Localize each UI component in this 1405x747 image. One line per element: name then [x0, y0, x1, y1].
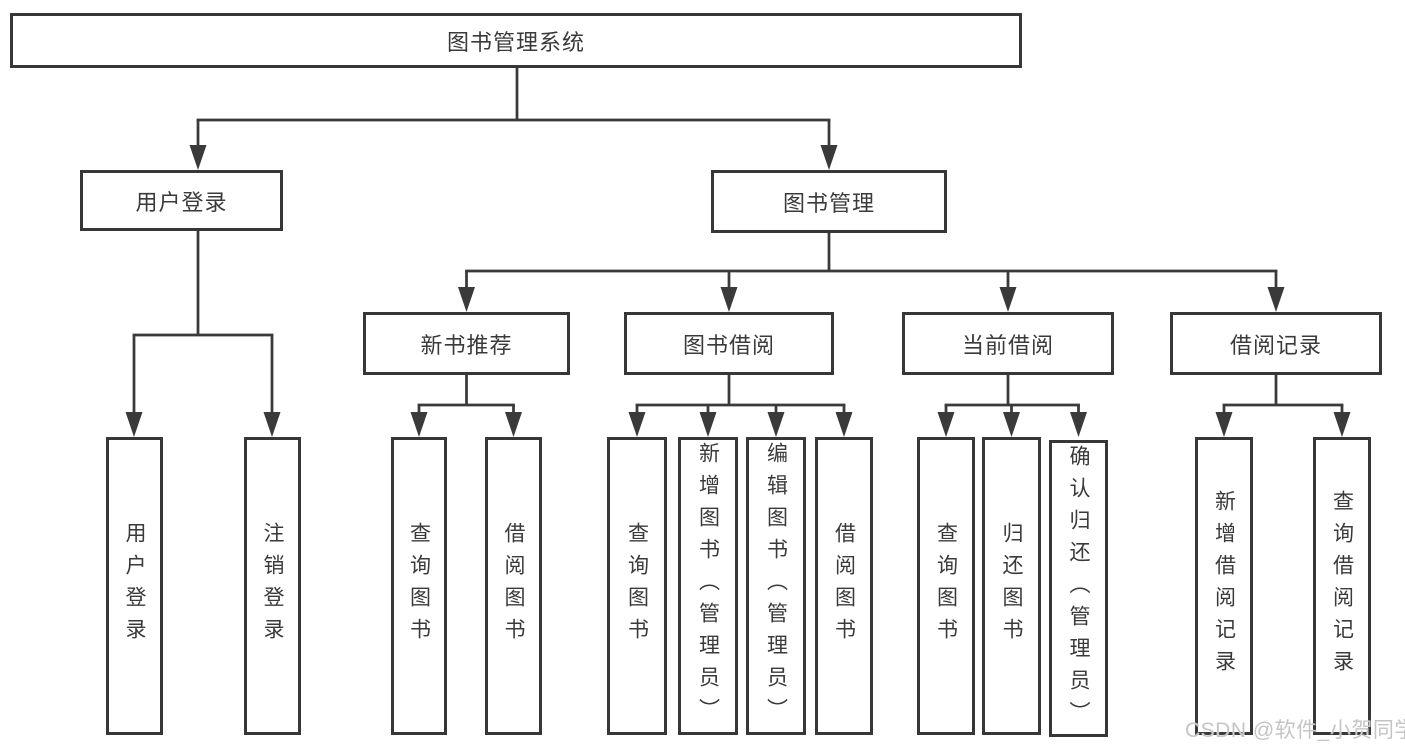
leaf-current-query-books-label: 查询图书: [934, 522, 958, 650]
node-book-management: 图书管理: [711, 170, 947, 233]
arrowheads: [125, 145, 1351, 437]
leaf-newbook-borrow-books: 借阅图书: [485, 437, 542, 735]
leaf-logout-label: 注销登录: [261, 522, 284, 650]
leaf-current-query-books: 查询图书: [917, 437, 975, 735]
leaf-borrowing-add-books-admin: 新增图书（管理员）: [678, 437, 738, 735]
leaf-current-return-books: 归还图书: [982, 437, 1041, 735]
node-library-system: 图书管理系统: [10, 13, 1022, 68]
leaf-current-confirm-return-admin-label: 确认归还（管理员）: [1067, 444, 1090, 733]
node-new-book-recommendation: 新书推荐: [363, 312, 570, 375]
node-book-borrowing: 图书借阅: [624, 312, 834, 375]
node-borrowing-records: 借阅记录: [1170, 312, 1382, 375]
leaf-borrowing-edit-books-admin: 编辑图书（管理员）: [746, 437, 806, 735]
leaf-newbook-query-books-label: 查询图书: [407, 522, 431, 650]
leaf-records-add-record-label: 新增借阅记录: [1212, 490, 1236, 682]
leaf-user-login-label: 用户登录: [123, 522, 146, 650]
leaf-borrowing-borrow-books-label: 借阅图书: [832, 522, 856, 650]
watermark-csdn: CSDN @软件_小贺同学: [1185, 719, 1405, 742]
node-user-login: 用户登录: [80, 170, 283, 231]
leaf-records-add-record: 新增借阅记录: [1195, 437, 1253, 735]
leaf-borrowing-query-books-label: 查询图书: [625, 522, 649, 650]
leaf-borrowing-add-books-admin-label: 新增图书（管理员）: [696, 442, 720, 730]
leaf-borrowing-query-books: 查询图书: [607, 437, 667, 735]
leaf-borrowing-edit-books-admin-label: 编辑图书（管理员）: [764, 442, 788, 730]
leaf-newbook-borrow-books-label: 借阅图书: [502, 522, 525, 650]
leaf-records-query-record-label: 查询借阅记录: [1330, 490, 1354, 682]
leaf-borrowing-borrow-books: 借阅图书: [815, 437, 873, 735]
leaf-newbook-query-books: 查询图书: [391, 437, 447, 735]
leaf-current-confirm-return-admin: 确认归还（管理员）: [1049, 440, 1108, 737]
leaf-logout: 注销登录: [244, 437, 301, 735]
leaf-current-return-books-label: 归还图书: [1000, 522, 1023, 650]
leaf-records-query-record: 查询借阅记录: [1313, 437, 1371, 735]
leaf-user-login: 用户登录: [106, 437, 163, 735]
node-current-borrowing: 当前借阅: [902, 312, 1114, 375]
